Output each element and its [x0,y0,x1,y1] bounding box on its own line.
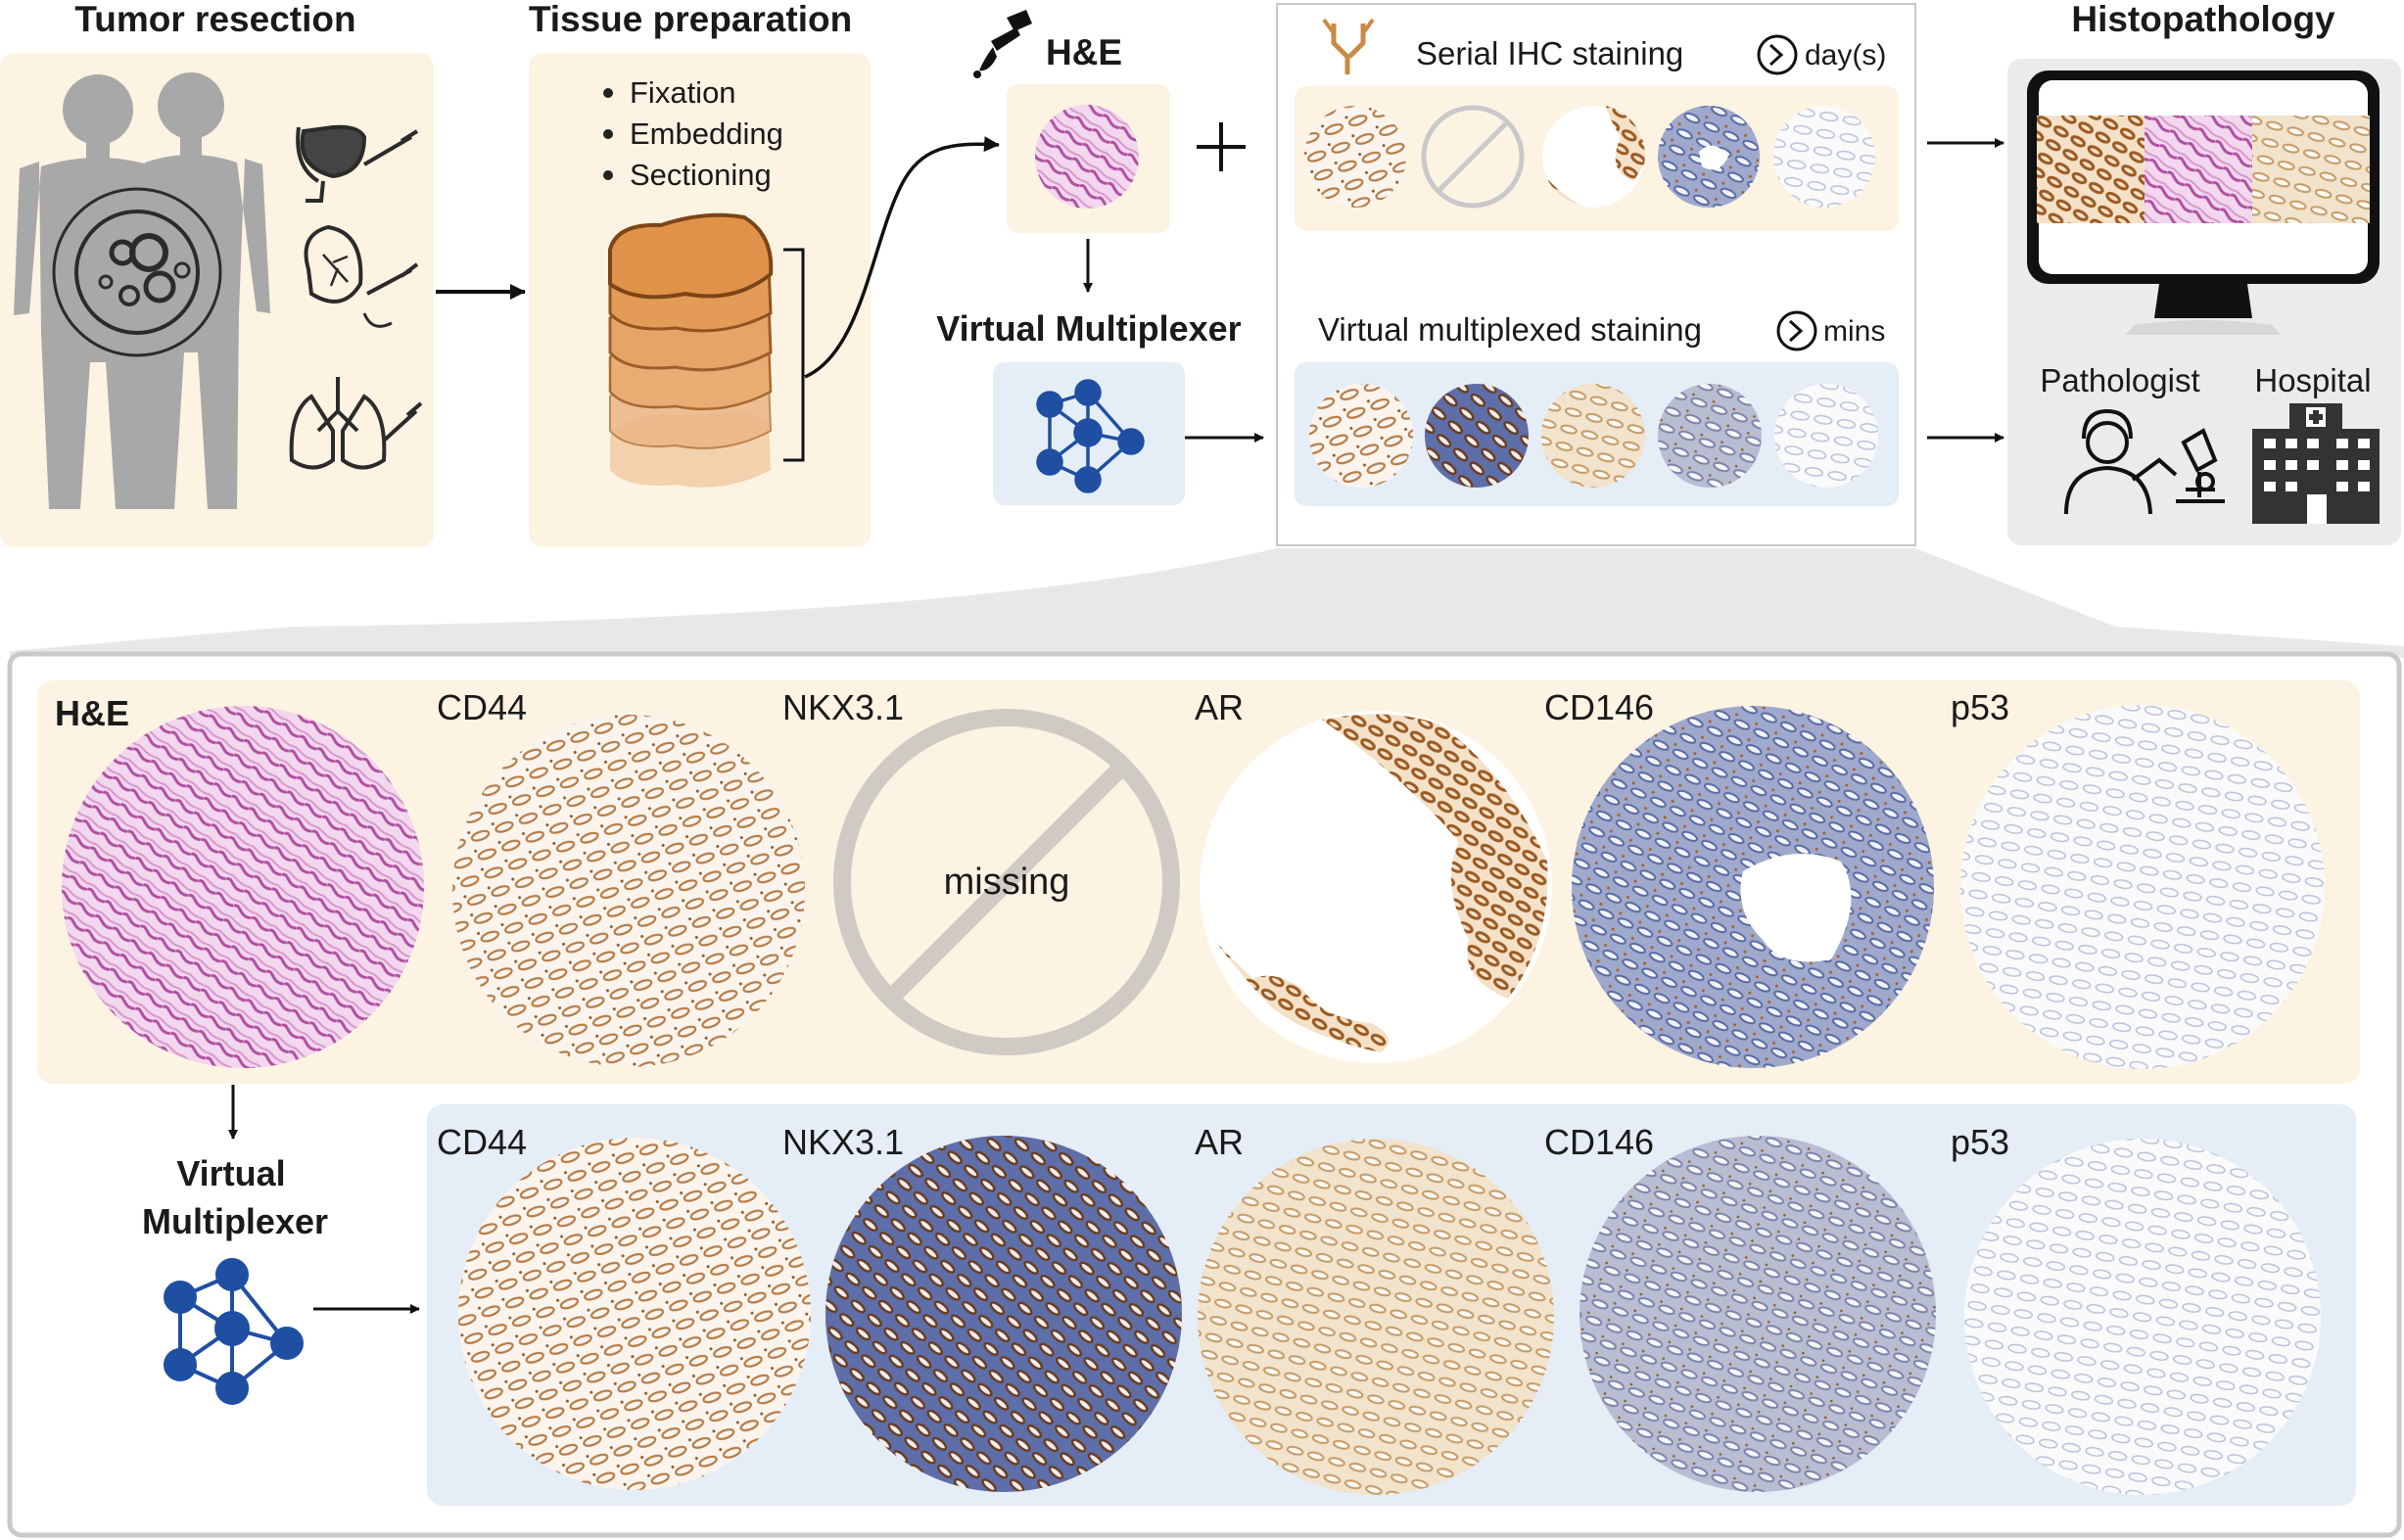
detail-serial-cd44-core [452,715,805,1067]
zoom-connector [10,548,2404,658]
detail-virtual-p53-core [1964,1139,2321,1495]
detail-virtual-cd146-core [1579,1136,1936,1492]
pathologist-microscope-icon [2064,408,2225,515]
virtual-ar-thumbnail [1541,384,1645,488]
breast-organ-icon [304,224,419,328]
prostate-organ-icon [296,124,419,203]
detail-serial-cd146-label: CD146 [1544,687,1654,727]
serial-cd146-thumbnail [1658,106,1760,208]
clock-icon [1757,34,1798,75]
prep-step-fixation: Fixation [630,75,736,110]
detail-virtual-cd146-label: CD146 [1544,1122,1654,1162]
prep-step-sectioning: Sectioning [630,158,772,192]
monitor-icon [2027,70,2380,335]
virtual-time-label: mins [1823,315,1885,348]
missing-stain-icon [833,709,1180,1055]
serial-ihc-label: Serial IHC staining [1416,35,1683,71]
pathologist-label: Pathologist [2040,362,2199,398]
detail-virtual-ar-core [1198,1139,1554,1495]
detail-serial-nkx31-label: NKX3.1 [782,687,904,727]
detail-vm-label-line1: Virtual [176,1153,285,1193]
bullet-dot [603,88,613,98]
serial-missing-thumbnail [1421,105,1525,209]
detail-serial-ar-label: AR [1195,687,1244,727]
detail-he-core [62,706,424,1068]
serial-time-label: day(s) [1805,39,1886,71]
virtual-staining-label: Virtual multiplexed staining [1318,311,1702,348]
virtual-nkx31-thumbnail [1425,384,1529,488]
clock-icon [1776,310,1817,351]
detail-serial-p53-core [1960,705,2325,1069]
plus-sign [1197,122,1246,171]
detail-virtual-cd44-label: CD44 [437,1122,527,1162]
tissue-block-stack-icon [608,212,774,488]
serial-cd44-thumbnail [1304,106,1406,208]
detail-serial-cd146-core [1572,706,1934,1068]
bullet-dot [603,170,613,180]
detail-virtual-nkx31-core [825,1136,1182,1492]
detail-virtual-ar-label: AR [1195,1122,1244,1162]
human-body-figures-icon [14,72,270,509]
serial-p53-thumbnail [1773,106,1875,208]
he-core-thumbnail [1035,105,1139,209]
virtual-p53-thumbnail [1774,384,1878,488]
lung-organ-icon [289,377,423,470]
tumor-resection-title: Tumor resection [74,0,355,39]
histopathology-title: Histopathology [2071,0,2335,39]
detail-serial-cd44-label: CD44 [437,687,527,727]
detail-serial-p53-label: p53 [1951,687,2009,727]
bullet-dot [603,129,613,139]
virtual-cd146-thumbnail [1658,384,1762,488]
antibody-icon [1322,18,1375,74]
detail-serial-ar-core [1200,711,1552,1063]
detail-neural-network-icon [164,1258,304,1405]
tumor-target-icon [52,187,222,357]
hospital-label: Hospital [2254,362,2371,398]
detail-he-label: H&E [55,693,129,733]
detail-vm-label-line2: Multiplexer [142,1201,328,1241]
serial-ar-thumbnail [1542,106,1645,208]
detail-virtual-p53-label: p53 [1951,1122,2009,1162]
detail-virtual-cd44-core [458,1138,811,1490]
virtual-cd44-thumbnail [1309,384,1413,488]
hospital-building-icon [2252,403,2380,524]
arrow-prep-to-he [804,136,1000,379]
virtual-multiplexer-title: Virtual Multiplexer [936,308,1241,349]
dropper-icon [973,10,1032,78]
he-title: H&E [1046,32,1122,72]
detail-virtual-nkx31-label: NKX3.1 [782,1122,904,1162]
section-bracket [783,248,805,462]
neural-network-icon [1036,379,1145,493]
missing-label: missing [944,862,1070,903]
tissue-preparation-title: Tissue preparation [529,0,852,39]
prep-step-embedding: Embedding [630,117,783,151]
